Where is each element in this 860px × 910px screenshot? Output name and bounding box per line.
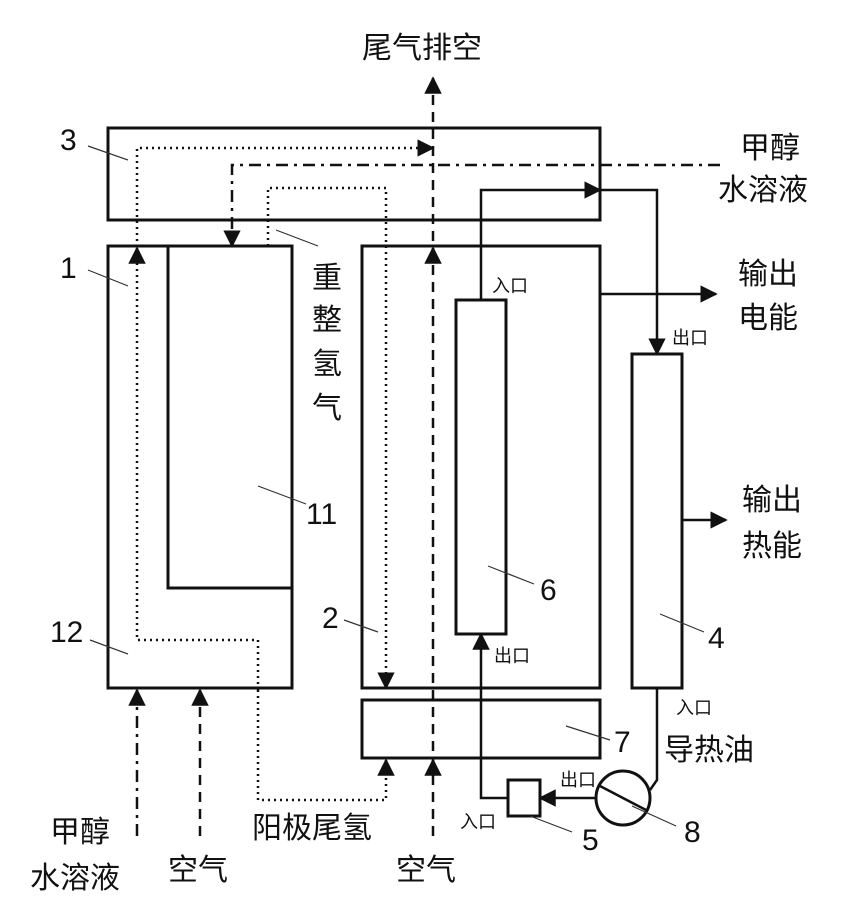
number-3: 3 — [60, 124, 77, 157]
leader-11 — [258, 486, 306, 504]
label-outlet-6: 出口 — [494, 646, 530, 667]
label-outlet-8: 出口 — [560, 770, 596, 791]
pump-8-diagonal — [600, 786, 646, 810]
number-11: 11 — [306, 498, 337, 531]
methanol-right-dashdot — [232, 165, 720, 246]
oil-line-4-to-8 — [650, 688, 657, 790]
leader-5 — [530, 816, 572, 832]
leader-7 — [566, 726, 610, 740]
label-output-electric-2: 电能 — [738, 301, 798, 336]
leader-reformed-hydrogen — [276, 230, 318, 246]
box-5-pump — [508, 780, 540, 816]
label-heat-transfer-oil: 导热油 — [664, 733, 754, 768]
box-2-fuel-cell — [362, 246, 600, 688]
number-8: 8 — [684, 816, 701, 849]
label-output-heat-2: 热能 — [742, 529, 802, 564]
anode-tail-hydrogen-dotted — [258, 690, 386, 800]
label-outlet-4: 出口 — [672, 328, 708, 349]
number-12: 12 — [50, 616, 83, 649]
label-inlet-4: 入口 — [676, 698, 712, 719]
label-reformed-hydrogen-3: 气 — [312, 391, 342, 426]
label-methanol-bottom-2: 水溶液 — [30, 861, 120, 896]
label-methanol-right-2: 水溶液 — [718, 173, 808, 208]
label-reformed-hydrogen-1: 整 — [312, 303, 342, 338]
label-air-center: 空气 — [396, 853, 456, 888]
label-inlet-6: 入口 — [492, 276, 528, 297]
box-6-cooling-plate — [456, 300, 506, 634]
flue-gas-dotted-loop — [137, 148, 433, 690]
label-output-heat-1: 输出 — [742, 483, 802, 518]
number-7: 7 — [614, 726, 631, 759]
number-2: 2 — [322, 602, 339, 635]
number-5: 5 — [582, 824, 599, 857]
box-11-reforming-chamber — [168, 246, 292, 588]
label-output-electric-1: 输出 — [738, 257, 798, 292]
label-exhaust-vent: 尾气排空 — [362, 31, 482, 66]
label-inlet-5: 入口 — [460, 812, 496, 833]
box-4-heat-exchanger — [632, 354, 682, 688]
box-3-heat-exchanger — [108, 128, 600, 220]
leader-6 — [488, 566, 534, 584]
label-methanol-bottom-1: 甲醇 — [50, 815, 110, 850]
number-1: 1 — [60, 252, 77, 285]
oil-line-3-to-4 — [600, 190, 657, 354]
label-reformed-hydrogen-0: 重 — [312, 261, 342, 296]
leader-8 — [632, 806, 676, 826]
label-air-left: 空气 — [168, 853, 228, 888]
number-4: 4 — [708, 622, 725, 655]
label-methanol-right-1: 甲醇 — [740, 131, 800, 166]
box-1-reformer — [108, 246, 292, 688]
number-6: 6 — [540, 574, 557, 607]
label-reformed-hydrogen-2: 氢 — [312, 347, 342, 382]
label-anode-tail-hydrogen: 阳极尾氢 — [252, 811, 372, 846]
